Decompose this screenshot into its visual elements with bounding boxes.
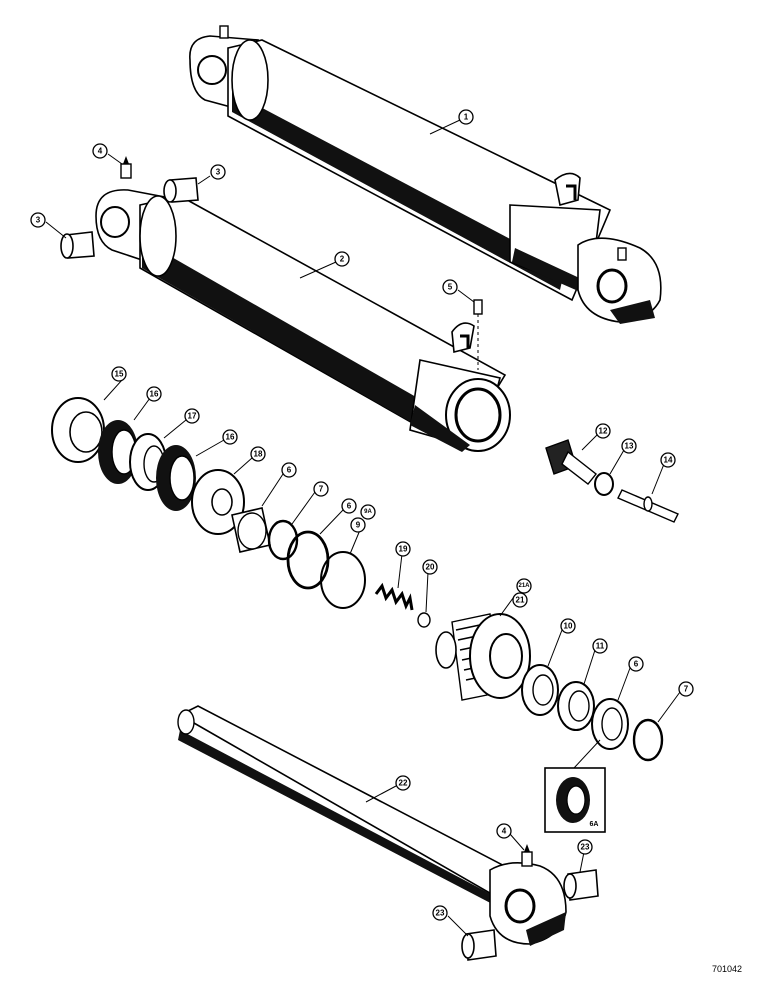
callout-21A: 21A <box>516 578 532 594</box>
svg-text:5: 5 <box>448 283 453 292</box>
svg-text:16: 16 <box>150 390 159 399</box>
callout-7-right: 7 <box>678 681 694 697</box>
svg-text:11: 11 <box>596 642 605 651</box>
backup-ring-part-9 <box>320 551 366 609</box>
piston-rod-part-22 <box>177 705 567 946</box>
bushing-part-23-left <box>461 929 497 961</box>
svg-text:16: 16 <box>226 433 235 442</box>
callout-20: 20 <box>422 559 438 575</box>
svg-text:2: 2 <box>340 255 345 264</box>
seal-ring-part-16-left <box>98 420 138 484</box>
set-screw-part-5 <box>473 299 483 370</box>
callout-4-lower: 4 <box>496 823 512 839</box>
svg-text:9: 9 <box>356 521 361 530</box>
bushing-part-6-left <box>231 507 271 553</box>
svg-text:6: 6 <box>634 660 639 669</box>
svg-text:13: 13 <box>625 442 634 451</box>
svg-text:7: 7 <box>319 485 324 494</box>
wiper-seal-part-6-right <box>591 698 629 750</box>
callout-6-right: 6 <box>628 656 644 672</box>
svg-text:18: 18 <box>254 450 263 459</box>
callout-22: 22 <box>395 775 411 791</box>
callout-9A: 9A <box>360 504 376 520</box>
callout-9: 9 <box>350 517 366 533</box>
callout-6A: 6A <box>590 821 599 828</box>
cylinder-assembly-part-1 <box>189 25 662 324</box>
washer-part-11 <box>557 681 595 731</box>
callout-1: 1 <box>458 109 474 125</box>
o-ring-part-7-left <box>267 519 299 561</box>
cylinder-barrel-part-2 <box>95 189 511 452</box>
callout-21: 21 <box>512 592 528 608</box>
callout-3-left: 3 <box>30 212 46 228</box>
svg-text:12: 12 <box>599 427 608 436</box>
gland-part-21 <box>435 613 531 701</box>
bushing-part-3-upper <box>163 177 199 203</box>
grease-fitting-part-4-upper <box>120 156 132 179</box>
bolt-part-12 <box>545 439 597 485</box>
svg-text:6: 6 <box>347 502 352 511</box>
svg-text:15: 15 <box>115 370 124 379</box>
svg-text:7: 7 <box>684 685 689 694</box>
svg-text:20: 20 <box>426 563 435 572</box>
callout-10: 10 <box>560 618 576 634</box>
pin-part-14 <box>617 489 679 523</box>
callout-12: 12 <box>595 423 611 439</box>
callout-13: 13 <box>621 438 637 454</box>
svg-text:9A: 9A <box>364 509 372 515</box>
svg-text:19: 19 <box>399 545 408 554</box>
backup-washer-part-18 <box>191 469 245 535</box>
piston-part-15 <box>51 397 105 463</box>
figure-number: 701042 <box>712 964 742 974</box>
ball-part-20 <box>417 612 431 628</box>
svg-text:1: 1 <box>464 113 469 122</box>
svg-text:6: 6 <box>287 466 292 475</box>
callout-16-left: 16 <box>146 386 162 402</box>
callout-6-left: 6 <box>281 462 297 478</box>
callout-17: 17 <box>184 408 200 424</box>
svg-text:10: 10 <box>564 622 573 631</box>
callout-6-middle: 6 <box>341 498 357 514</box>
svg-text:21A: 21A <box>518 583 530 589</box>
leader-lines <box>45 119 681 937</box>
callout-14: 14 <box>660 452 676 468</box>
callout-19: 19 <box>395 541 411 557</box>
callout-23-left: 23 <box>432 905 448 921</box>
callout-3-upper: 3 <box>210 164 226 180</box>
svg-text:17: 17 <box>188 412 197 421</box>
svg-text:4: 4 <box>98 147 103 156</box>
spring-part-19 <box>374 582 414 611</box>
o-ring-part-7-right <box>632 718 664 762</box>
svg-text:21: 21 <box>516 596 525 605</box>
seal-ring-part-16-right <box>156 445 196 511</box>
washer-part-13 <box>594 472 614 496</box>
bushing-part-23-right <box>563 869 599 901</box>
seal-detail-part-6A <box>544 739 606 833</box>
svg-text:22: 22 <box>399 779 408 788</box>
svg-text:3: 3 <box>216 168 221 177</box>
svg-text:3: 3 <box>36 216 41 225</box>
callout-2: 2 <box>334 251 350 267</box>
bushing-part-3-left <box>60 231 95 259</box>
callout-4-upper: 4 <box>92 143 108 159</box>
callout-15: 15 <box>111 366 127 382</box>
callout-5: 5 <box>442 279 458 295</box>
grease-fitting-part-4-lower <box>521 844 533 867</box>
svg-text:23: 23 <box>581 843 590 852</box>
callout-16-right: 16 <box>222 429 238 445</box>
callout-11: 11 <box>592 638 608 654</box>
callout-23-right: 23 <box>577 839 593 855</box>
svg-text:4: 4 <box>502 827 507 836</box>
callout-18: 18 <box>250 446 266 462</box>
callout-7-left: 7 <box>313 481 329 497</box>
svg-text:23: 23 <box>436 909 445 918</box>
washer-part-10 <box>521 664 559 716</box>
svg-text:14: 14 <box>664 456 673 465</box>
